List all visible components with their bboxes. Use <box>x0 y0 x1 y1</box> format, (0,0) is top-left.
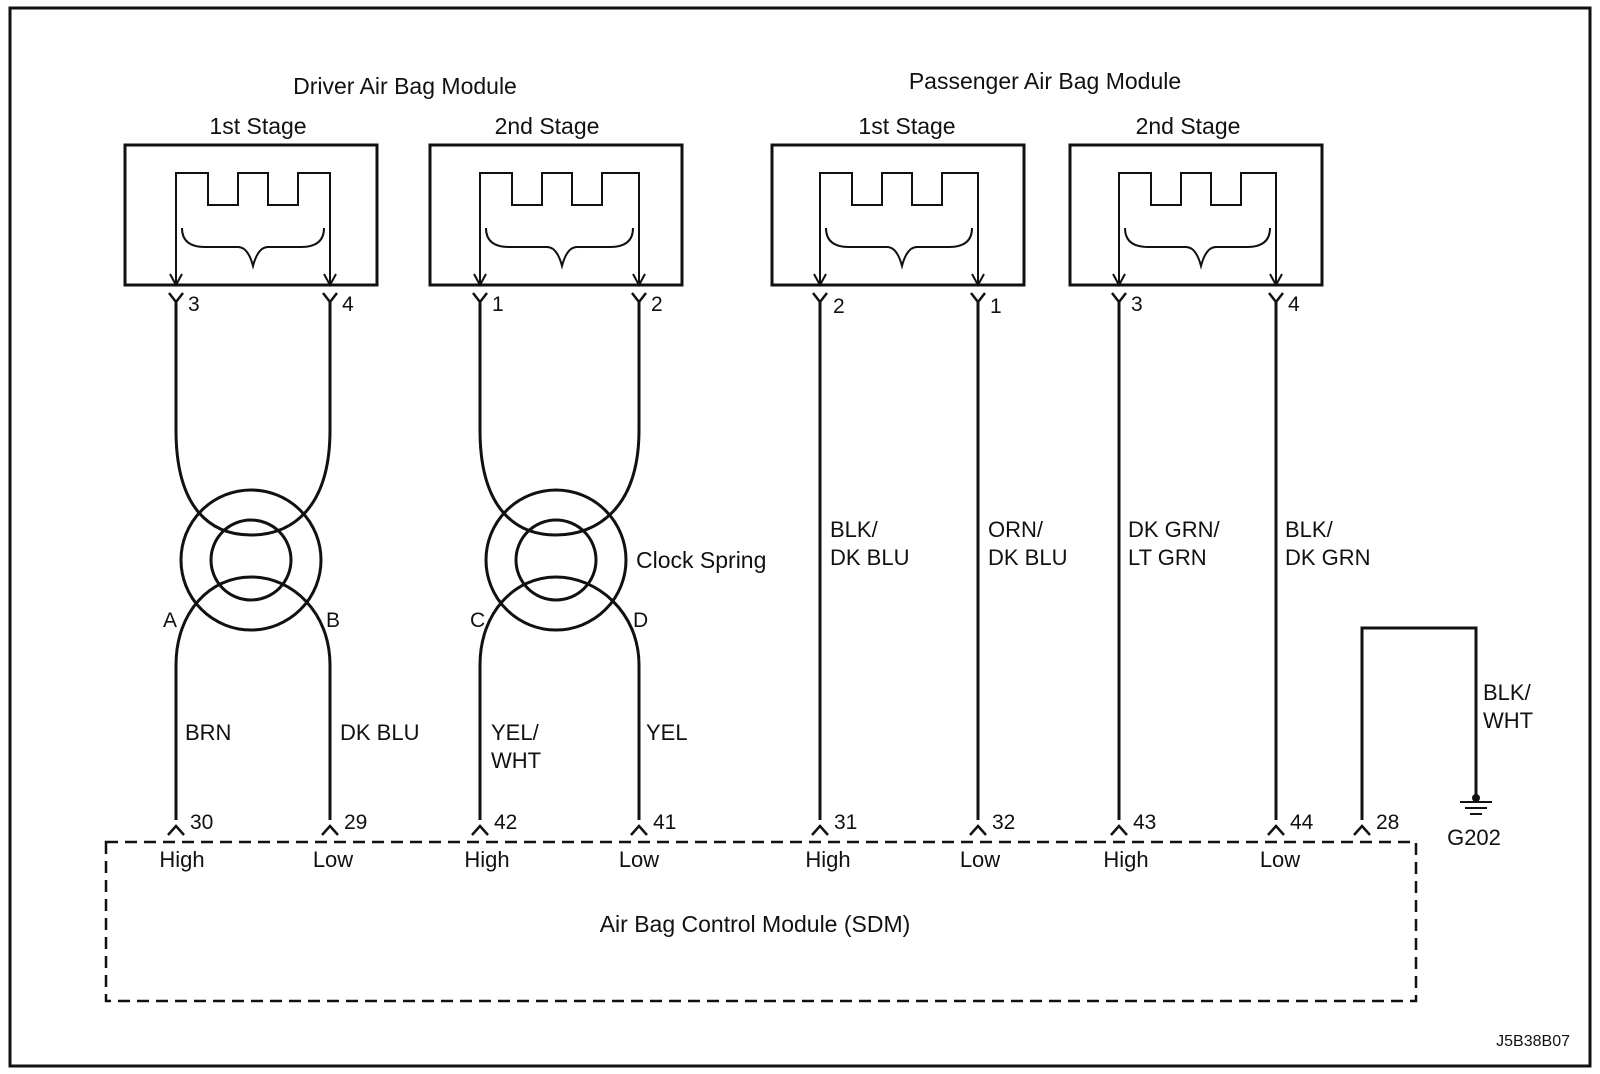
wire-color-label: BLK/ <box>830 517 879 542</box>
figure-id: J5B38B07 <box>1496 1033 1570 1050</box>
sdm-role-label: Low <box>1260 847 1300 872</box>
driver-stage2-label: 2nd Stage <box>495 113 600 139</box>
passenger-module-title: Passenger Air Bag Module <box>909 68 1181 94</box>
wire-color-label: DK GRN <box>1285 545 1371 570</box>
clock-spring-terminal: A <box>163 609 177 632</box>
wire-color-label: DK GRN/ <box>1128 517 1221 542</box>
inner-arrowheads <box>169 273 1283 288</box>
wire-color-label: DK BLU <box>988 545 1067 570</box>
driver-stage2-wires <box>478 302 641 820</box>
passenger-stage1-box <box>770 143 1026 287</box>
sdm-pin-label: 41 <box>653 811 676 834</box>
clock-spring-terminal: B <box>326 609 340 632</box>
top-pin-label: 4 <box>1288 293 1300 316</box>
diagram-frame <box>8 6 1592 1068</box>
clock-spring-outer-ring <box>484 488 628 632</box>
sdm-role-label: High <box>1103 847 1148 872</box>
wire-color-label: BRN <box>185 720 231 745</box>
clock-spring-inner-ring <box>514 518 598 602</box>
top-pin-label: 1 <box>990 295 1002 318</box>
driver-stage2-box <box>428 143 684 287</box>
sdm-role-label: High <box>464 847 509 872</box>
sdm-pin-label: 28 <box>1376 811 1399 834</box>
wire-color-label: YEL <box>646 720 688 745</box>
wire-color-label: WHT <box>1483 708 1533 733</box>
wire-color-label: WHT <box>491 748 541 773</box>
passenger-stage2-box <box>1068 143 1324 287</box>
passenger-stage1-label: 1st Stage <box>858 113 955 139</box>
wire-color-label: DK BLU <box>340 720 419 745</box>
sdm-pin-label: 42 <box>494 811 517 834</box>
wire-color-label: YEL/ <box>491 720 540 745</box>
sdm-role-label: High <box>805 847 850 872</box>
sdm-module-box <box>104 840 1418 1003</box>
sdm-pin-label: 30 <box>190 811 213 834</box>
sdm-pin-label: 29 <box>344 811 367 834</box>
sdm-pin-label: 31 <box>834 811 857 834</box>
sdm-pin-label: 43 <box>1133 811 1156 834</box>
sdm-role-label: Low <box>313 847 353 872</box>
ground-wire <box>1360 626 1492 820</box>
passenger-stage2-label: 2nd Stage <box>1136 113 1241 139</box>
top-pin-label: 3 <box>188 293 200 316</box>
top-pin-label: 4 <box>342 293 354 316</box>
passenger-wires <box>818 302 1278 820</box>
wire-color-label: ORN/ <box>988 517 1044 542</box>
ground-label: G202 <box>1447 825 1501 850</box>
driver-stage1-label: 1st Stage <box>209 113 306 139</box>
clock-spring-terminal: D <box>633 609 648 632</box>
clock-spring-outer-ring <box>179 488 323 632</box>
top-pin-label: 2 <box>833 295 845 318</box>
top-connector-chevrons <box>168 292 1284 305</box>
sdm-pin-label: 32 <box>992 811 1015 834</box>
driver-module-title: Driver Air Bag Module <box>293 73 517 99</box>
ground-junction-dot <box>1472 794 1480 802</box>
clock-spring-label: Clock Spring <box>636 547 766 573</box>
top-pin-label: 2 <box>651 293 663 316</box>
sdm-role-label: Low <box>960 847 1000 872</box>
top-pin-label: 3 <box>1131 293 1143 316</box>
clock-spring-terminal: C <box>470 609 485 632</box>
top-pin-label: 1 <box>492 293 504 316</box>
wire-color-label: BLK/ <box>1285 517 1334 542</box>
driver-stage1-box <box>123 143 379 287</box>
sdm-module-title: Air Bag Control Module (SDM) <box>600 911 911 937</box>
wire-color-label: BLK/ <box>1483 680 1532 705</box>
wire-color-label: DK BLU <box>830 545 909 570</box>
sdm-pin-label: 44 <box>1290 811 1314 834</box>
driver-stage1-wires <box>174 302 332 820</box>
sdm-role-label: Low <box>619 847 659 872</box>
wire-color-label: LT GRN <box>1128 545 1207 570</box>
clock-spring-inner-ring <box>209 518 293 602</box>
sdm-role-label: High <box>159 847 204 872</box>
sdm-connector-chevrons <box>167 824 1371 836</box>
